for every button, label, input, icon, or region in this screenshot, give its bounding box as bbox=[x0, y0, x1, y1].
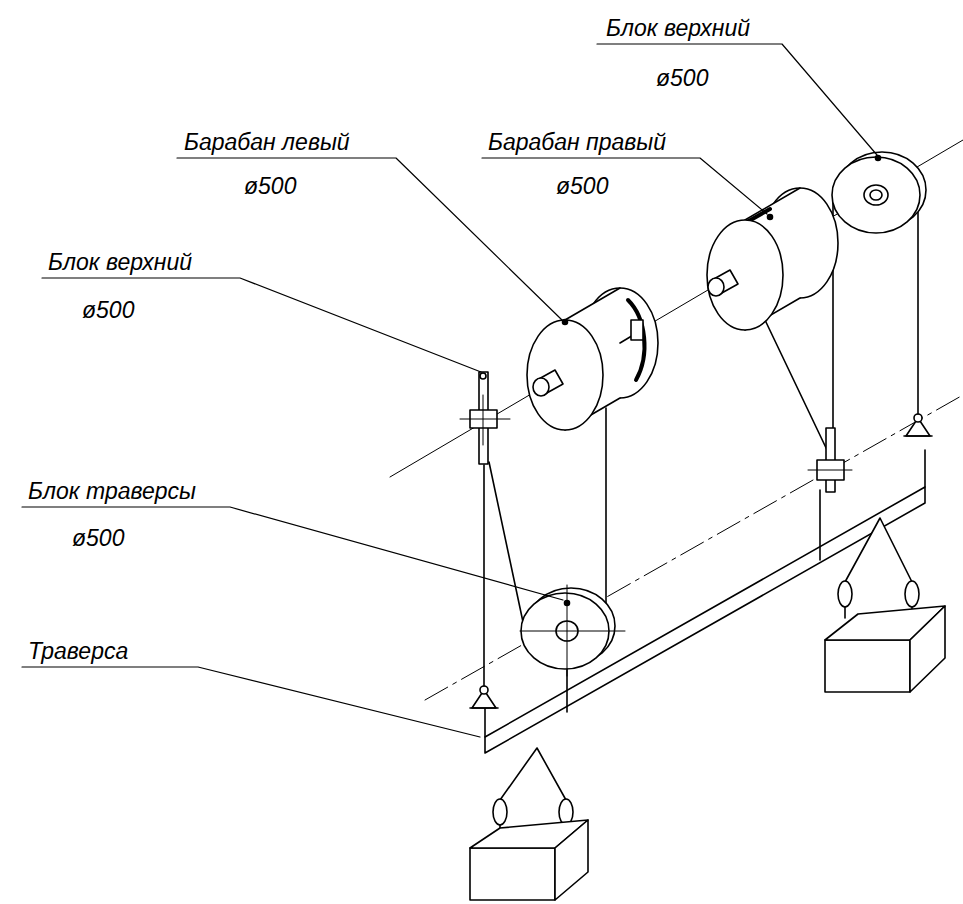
dimension-label: ø500 bbox=[82, 299, 134, 322]
load-right bbox=[825, 518, 945, 692]
part-name: Барабан правый bbox=[488, 131, 666, 154]
rope bbox=[484, 195, 918, 686]
pin-support bbox=[470, 414, 932, 708]
part-name: Блок верхний bbox=[48, 251, 192, 274]
strut bbox=[819, 490, 821, 560]
load-left bbox=[470, 748, 588, 900]
part-name: Блок верхний bbox=[606, 17, 750, 40]
axis-line bbox=[390, 140, 963, 477]
dimension-label: ø500 bbox=[244, 175, 296, 198]
drum-left bbox=[527, 288, 658, 430]
leader-line bbox=[22, 44, 877, 737]
dimension-label: ø500 bbox=[656, 67, 708, 90]
upper-block-right bbox=[832, 152, 926, 233]
part-name: Траверса bbox=[28, 640, 128, 663]
dimension-label: ø500 bbox=[72, 527, 124, 550]
dimension-label: ø500 bbox=[556, 175, 608, 198]
traverse-plate-right bbox=[808, 428, 852, 492]
traverse-beam bbox=[485, 450, 925, 753]
traverse-block bbox=[520, 585, 625, 676]
part-name: Блок траверсы bbox=[28, 480, 196, 503]
upper-block-left bbox=[460, 372, 510, 464]
drum-right bbox=[707, 188, 838, 330]
center-line bbox=[425, 395, 963, 700]
part-name: Барабан левый bbox=[184, 131, 350, 154]
